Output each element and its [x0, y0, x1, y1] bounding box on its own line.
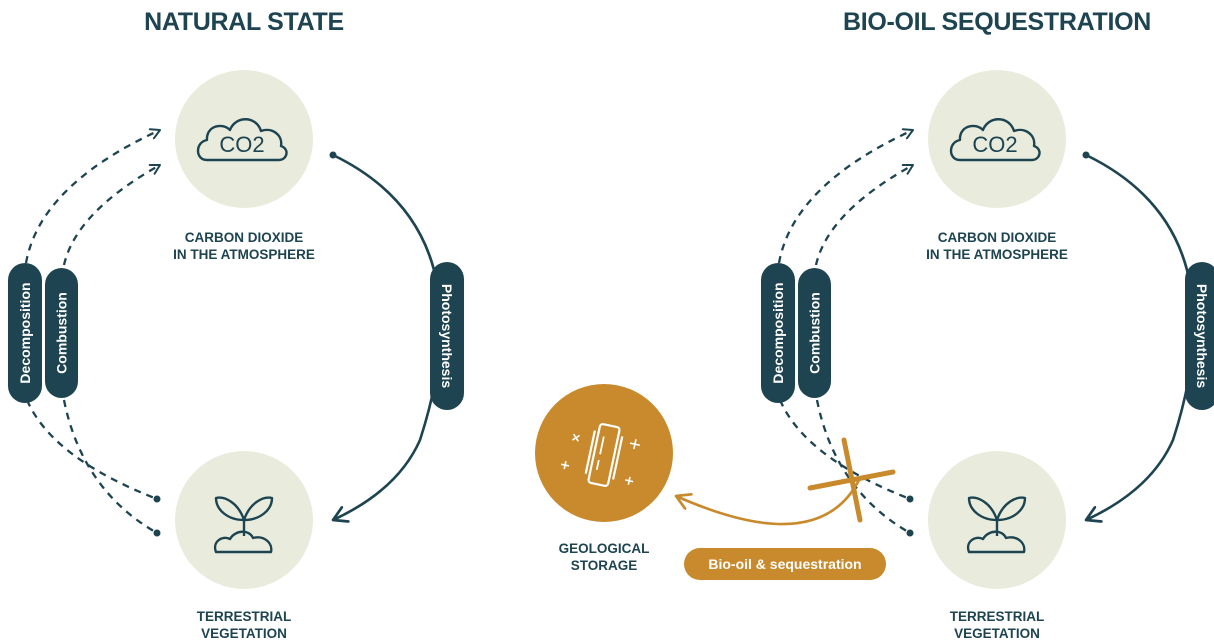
combustion-pill: Combustion — [45, 268, 78, 398]
bio-oil-sequestration-pill: Bio-oil & sequestration — [684, 548, 886, 580]
decomposition-label: Decomposition — [770, 282, 786, 383]
vegetation-label: TERRESTRIAL VEGETATION — [196, 609, 292, 641]
bio-oil-sequestration-title: BIO-OIL SEQUESTRATION — [842, 8, 1152, 36]
combustion-label: Combustion — [54, 292, 70, 374]
decomposition-pill: Decomposition — [8, 263, 42, 403]
decomposition-arc-bottom — [25, 399, 161, 503]
atmosphere-label: CARBON DIOXIDE IN THE ATMOSPHERE — [926, 230, 1068, 262]
combustion-arc-bottom — [62, 399, 161, 537]
decomposition-arrow-up — [24, 128, 161, 264]
co2-text: CO2 — [972, 132, 1017, 157]
combustion-arc-bottom — [815, 399, 914, 537]
decomposition-label: Decomposition — [17, 282, 33, 383]
co2-cloud-icon: CO2 — [949, 118, 1041, 162]
photosynthesis-arrow — [1086, 155, 1196, 520]
atmosphere-label: CARBON DIOXIDE IN THE ATMOSPHERE — [173, 230, 315, 262]
co2-cloud-icon: CO2 — [196, 118, 288, 162]
vegetation-label: TERRESTRIAL VEGETATION — [949, 609, 1045, 641]
combustion-arrow-up — [62, 163, 161, 266]
photosynthesis-pill: Photosynthesis — [1185, 262, 1214, 410]
decomposition-pill: Decomposition — [761, 263, 795, 403]
sprout-icon — [966, 496, 1027, 554]
geological-storage-label: GEOLOGICAL STORAGE — [558, 541, 650, 573]
natural-state-diagram: CO2 Decomposition Combustion Photosynthe… — [8, 70, 464, 589]
photosynthesis-arrow — [333, 155, 443, 520]
cross-mark — [807, 469, 896, 491]
photosynthesis-label: Photosynthesis — [1194, 284, 1210, 388]
sprout-icon — [213, 496, 274, 554]
atmosphere-node — [928, 70, 1066, 208]
photosynthesis-label: Photosynthesis — [439, 284, 455, 388]
atmosphere-node — [175, 70, 313, 208]
combustion-arrow-up — [814, 163, 914, 266]
co2-text: CO2 — [219, 132, 264, 157]
bio-oil-capsule-icon — [560, 423, 640, 487]
combustion-label: Combustion — [807, 292, 823, 374]
decomposition-arrow-up — [777, 128, 914, 264]
natural-state-title: NATURAL STATE — [144, 8, 344, 36]
photosynthesis-pill: Photosynthesis — [430, 262, 464, 410]
geological-storage-node — [535, 384, 673, 522]
decomposition-arc-bottom — [778, 399, 914, 503]
sequestration-arrow — [676, 477, 862, 526]
combustion-pill: Combustion — [798, 268, 831, 398]
bio-oil-sequestration-diagram: CO2 Decomposition Combustion Photosynthe… — [535, 70, 1214, 589]
